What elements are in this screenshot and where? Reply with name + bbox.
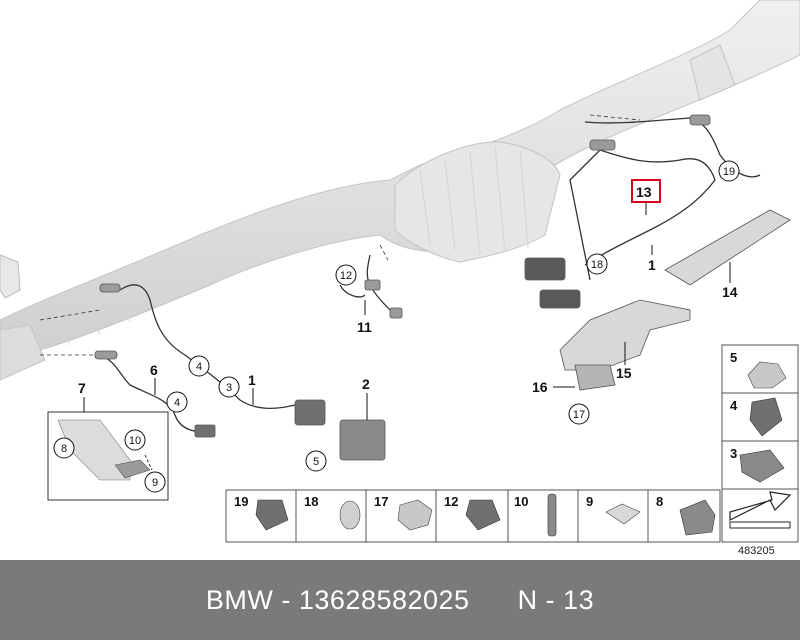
legend-item-4: 4 — [730, 398, 738, 413]
svg-text:19: 19 — [723, 166, 735, 178]
legend-item-9: 9 — [586, 494, 593, 509]
legend-item-12: 12 — [444, 494, 458, 509]
left-bracket — [0, 254, 21, 299]
diagram-number: 483205 — [738, 545, 775, 557]
svg-text:4: 4 — [174, 397, 180, 409]
svg-text:10: 10 — [129, 435, 141, 447]
part-number-text: BMW - 13628582025 — [205, 584, 470, 615]
circle-callout-18: 18 — [586, 253, 608, 275]
legend-right-column: 5 4 3 — [721, 344, 799, 543]
legend-item-18: 18 — [304, 494, 318, 509]
position-text: N - 13 — [517, 584, 595, 615]
circle-callout-12: 12 — [335, 264, 357, 286]
callout-14: 14 — [722, 284, 738, 300]
circle-callout-17: 17 — [568, 403, 590, 425]
direction-arrow-icon — [729, 491, 792, 529]
exhaust-pipe — [0, 0, 800, 381]
circle-callout-4a: 4 — [188, 355, 210, 377]
svg-text:3: 3 — [226, 382, 232, 394]
legend-item-3: 3 — [730, 446, 737, 461]
callout-7: 7 — [78, 380, 86, 396]
dashed-leaders — [39, 114, 641, 356]
circle-callout-8: 8 — [53, 437, 75, 459]
svg-text:17: 17 — [573, 409, 585, 421]
svg-text:18: 18 — [591, 259, 603, 271]
circle-callout-5: 5 — [305, 450, 327, 472]
legend-item-8: 8 — [656, 494, 663, 509]
detail-box-7: 8 10 9 — [47, 411, 169, 501]
svg-text:5: 5 — [313, 456, 319, 468]
callout-6: 6 — [150, 362, 158, 378]
svg-text:9: 9 — [152, 477, 158, 489]
callout-11: 11 — [357, 319, 372, 335]
exploded-view-diagram: 1 1 2 6 7 11 14 15 16 13 3 4 4 — [0, 0, 800, 557]
circle-callout-19: 19 — [718, 160, 740, 182]
callout-13: 13 — [636, 184, 652, 200]
legend-item-5: 5 — [730, 350, 737, 365]
pipe-ribs — [59, 145, 529, 346]
circle-callout-10: 10 — [124, 429, 146, 451]
circle-callout-9: 9 — [144, 471, 166, 493]
svg-text:4: 4 — [196, 361, 202, 373]
circle-callout-4b: 4 — [166, 391, 188, 413]
legend-item-19: 19 — [234, 494, 248, 509]
part-number-footer: BMW - 13628582025 N - 13 — [0, 560, 800, 640]
svg-text:8: 8 — [61, 443, 67, 455]
circle-callout-3: 3 — [218, 376, 240, 398]
callout-16: 16 — [532, 379, 548, 395]
legend-bottom-row: 19 18 17 12 10 9 8 — [225, 489, 721, 543]
callout-1-right: 1 — [648, 257, 656, 273]
sensor-parts — [94, 114, 711, 461]
mounting-brackets — [559, 209, 791, 391]
callout-1-left: 1 — [248, 372, 256, 388]
callouts: 1 1 2 6 7 11 14 15 16 13 3 4 4 — [78, 160, 740, 472]
legend-item-10: 10 — [514, 494, 528, 509]
svg-text:12: 12 — [340, 270, 352, 282]
callout-2: 2 — [362, 376, 370, 392]
legend-item-17: 17 — [374, 494, 388, 509]
callout-15: 15 — [616, 365, 632, 381]
